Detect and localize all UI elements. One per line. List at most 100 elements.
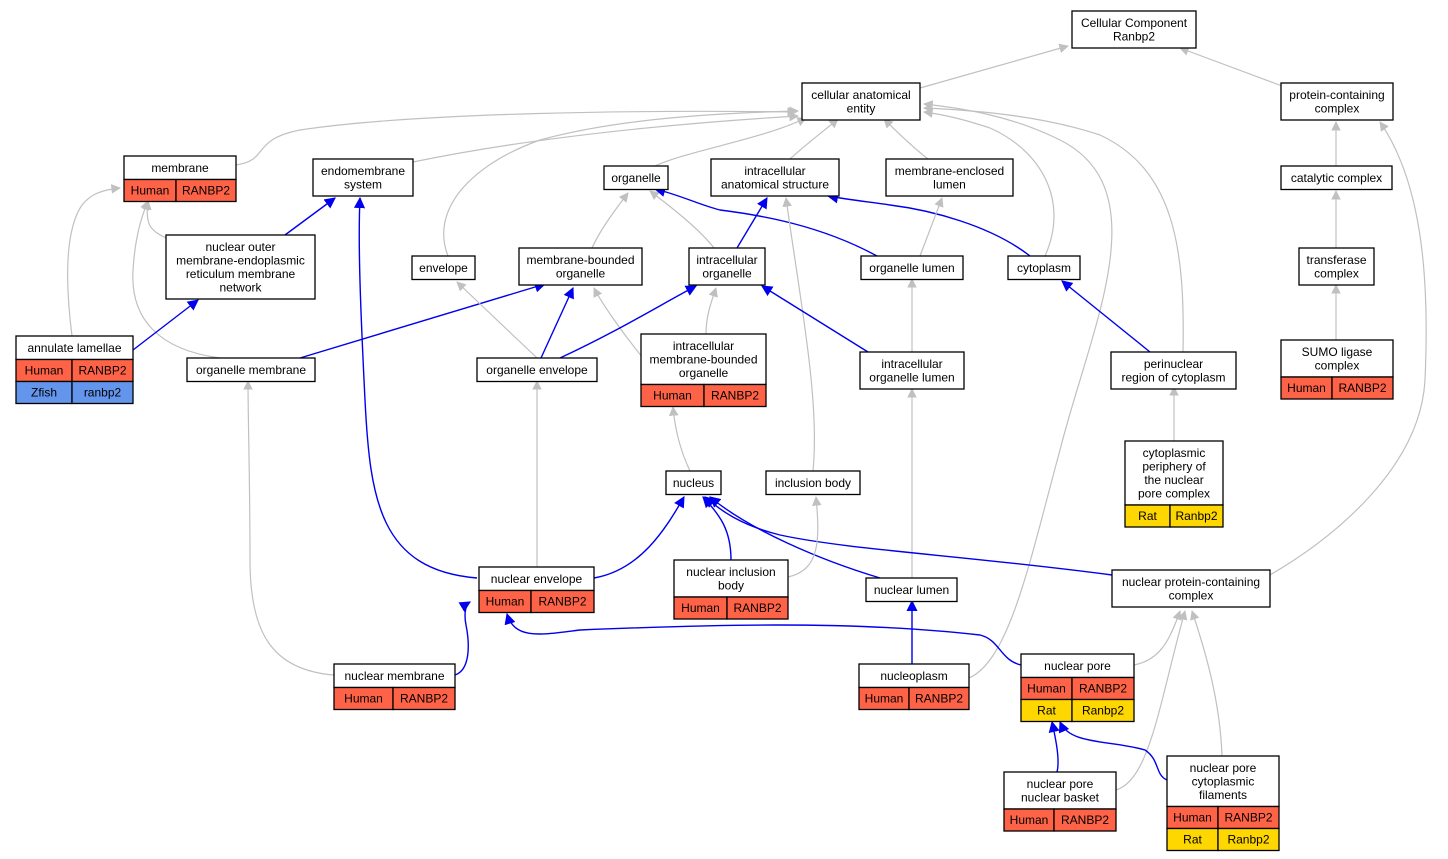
species-label: Rat: [1037, 704, 1056, 718]
node-nlumen[interactable]: nuclear lumen: [865, 577, 958, 603]
node-label-line: cytoplasm: [1017, 261, 1071, 275]
node-box: [1280, 339, 1394, 378]
node-label-line: the nuclear: [1144, 473, 1203, 487]
edge-imbo-to-mbo: [593, 287, 644, 359]
node-box: [1110, 351, 1237, 390]
node-box: [411, 255, 476, 281]
edge-mel-to-cae: [883, 118, 929, 160]
edge-ias-to-cae: [789, 118, 839, 160]
gene-label: RANBP2: [182, 184, 230, 198]
node-box: [673, 559, 789, 598]
node-label-line: cytoplasmic: [1192, 775, 1255, 789]
edge-envelope-to-cae: [443, 106, 799, 257]
edge-nplasm-to-cae: [923, 100, 1113, 679]
edge-nenv-to-nucleus: [593, 496, 685, 579]
node-nucleus[interactable]: nucleus: [665, 470, 722, 496]
gene-label: RANBP2: [538, 595, 586, 609]
species-label: Human: [681, 601, 720, 615]
node-catcomp[interactable]: catalytic complex: [1280, 165, 1393, 191]
node-label-line: nuclear pore: [1044, 659, 1111, 673]
node-label-line: intracellular: [744, 164, 805, 178]
edge-pcc-to-root: [1179, 46, 1283, 87]
gene-cell: [1331, 376, 1394, 400]
node-label-line: pore complex: [1138, 487, 1210, 501]
node-label-line: system: [344, 178, 382, 192]
node-label-line: complex: [1315, 102, 1360, 116]
node-olumen[interactable]: organelle lumen: [860, 255, 964, 281]
edge-perinuc-to-cytoplasm: [1061, 280, 1151, 353]
edge-organelle-to-cae: [654, 117, 807, 167]
node-label-line: membrane-enclosed: [895, 164, 1004, 178]
edge-annulate-to-membrane: [67, 184, 121, 337]
node-cytoplasm[interactable]: cytoplasm: [1007, 255, 1081, 281]
node-label-line: filaments: [1199, 788, 1247, 802]
node-incl[interactable]: inclusion body: [765, 470, 861, 496]
edge-io-to-organelle: [649, 190, 715, 249]
node-box: [1111, 569, 1271, 608]
gene-label: ranbp2: [84, 386, 122, 400]
node-label-line: membrane-bounded: [526, 253, 634, 267]
gene-cell: [530, 589, 595, 614]
node-box: [1007, 255, 1081, 281]
node-label-line: region of cytoplasm: [1121, 371, 1225, 385]
node-label-line: nuclear envelope: [491, 572, 583, 586]
node-label-line: organelle lumen: [869, 371, 954, 385]
node-box: [688, 247, 766, 286]
edge-npcc-to-pcc: [1269, 121, 1427, 576]
node-label-line: entity: [847, 102, 876, 116]
edge-nlumen-to-nucleus: [709, 496, 881, 579]
node-box: [186, 357, 316, 383]
node-label-line: membrane-endoplasmic: [176, 254, 305, 268]
node-omem[interactable]: organelle membrane: [186, 357, 316, 383]
edge-olumen-to-organelle: [653, 185, 878, 257]
node-box: [1280, 82, 1394, 121]
node-imbo[interactable]: intracellularmembrane-boundedorganelleHu…: [640, 333, 767, 408]
node-box: [312, 158, 414, 197]
node-label-line: organelle envelope: [486, 363, 588, 377]
gene-cell: [392, 686, 456, 711]
node-label-line: Cellular Component: [1081, 16, 1188, 30]
edge-omem-to-mbo: [299, 281, 547, 359]
node-label-line: SUMO ligase: [1302, 345, 1373, 359]
gene-label: Ranbp2: [1175, 509, 1217, 523]
gene-label: RANBP2: [1224, 811, 1272, 825]
node-envelope[interactable]: envelope: [411, 255, 476, 281]
node-oenv[interactable]: organelle envelope: [476, 357, 598, 383]
node-box: [603, 165, 669, 191]
node-box: [885, 158, 1014, 197]
node-box: [765, 470, 861, 496]
gene-label: RANBP2: [78, 364, 126, 378]
node-label-line: Ranbp2: [1113, 30, 1155, 44]
gene-cell: [1169, 504, 1224, 528]
node-label-line: reticulum membrane: [186, 267, 296, 281]
species-label: Rat: [1183, 833, 1202, 847]
node-label-line: catalytic complex: [1291, 171, 1382, 185]
node-nomern[interactable]: nuclear outermembrane-endoplasmicreticul…: [165, 234, 316, 300]
gene-cell: [175, 178, 237, 203]
node-organelle[interactable]: organelle: [603, 165, 669, 191]
